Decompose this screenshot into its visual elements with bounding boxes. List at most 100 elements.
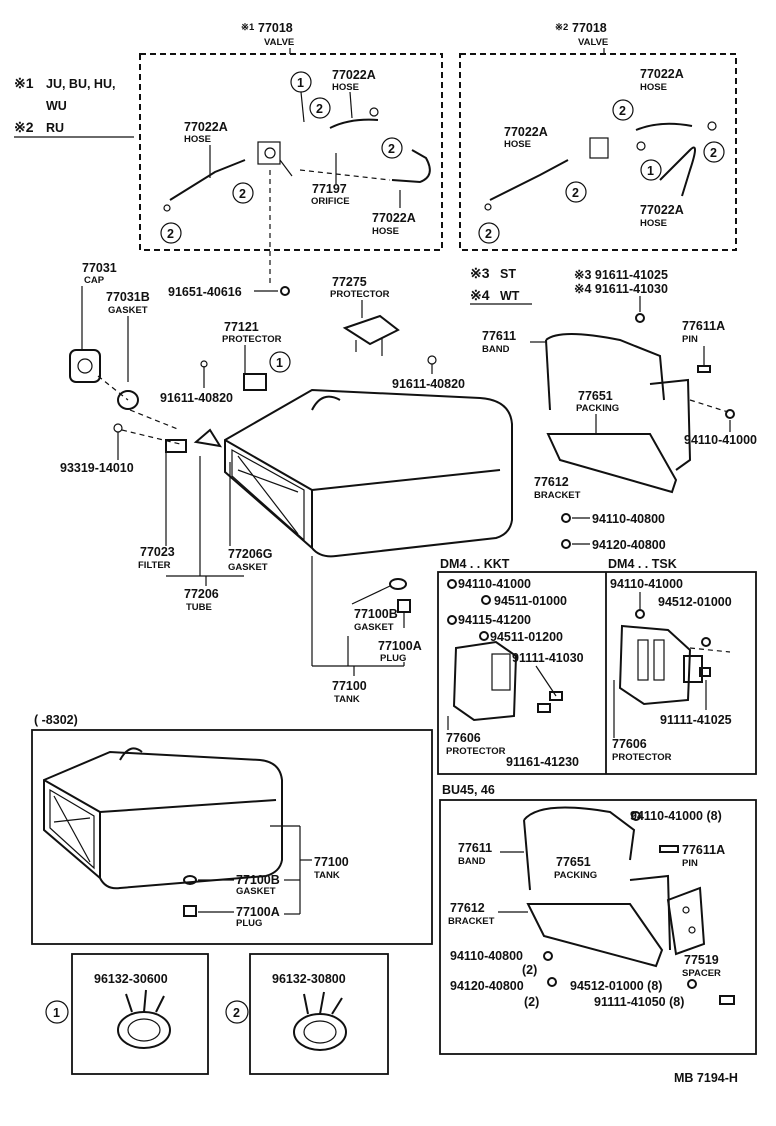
hose-clamp-part <box>117 1011 171 1049</box>
label-hose-b: HOSE <box>184 134 211 145</box>
svg-text:1: 1 <box>276 356 283 370</box>
label-77022A-d: 77022A <box>640 67 684 81</box>
clamp-frame-2 <box>249 953 389 1075</box>
legend-note-3-mark: ※3 <box>470 265 490 281</box>
valve1-name: VALVE <box>264 37 294 48</box>
label-dm4-tsk: DM4 . . TSK <box>608 557 677 571</box>
filler-neck <box>311 395 341 411</box>
ref-circle-2-key <box>225 1000 249 1024</box>
label-bu45: BU45, 46 <box>442 783 495 797</box>
label-gasket-b: GASKET <box>228 562 268 573</box>
label-77611A-b: 77611A <box>682 843 725 857</box>
label-94512-01000-8: 94512-01000 (8) <box>570 979 662 993</box>
svg-text:2: 2 <box>239 187 246 201</box>
hose-part <box>635 122 693 131</box>
label-77031B: 77031B <box>106 290 150 304</box>
label-77100: 77100 <box>332 679 367 693</box>
hose-clamp-part <box>293 1013 347 1051</box>
label-hose-c: HOSE <box>372 226 399 237</box>
label-hose-a: HOSE <box>332 82 359 93</box>
svg-text:2: 2 <box>710 146 717 160</box>
legend-note-4-text: WT <box>500 289 520 303</box>
label-77612-a: 77612 <box>534 475 569 489</box>
early-tank-frame <box>31 729 433 945</box>
label-94110-41000-c: 94110-41000 <box>610 577 683 591</box>
label-gasket-c: GASKET <box>354 622 394 633</box>
label-91651-40616: 91651-40616 <box>168 285 242 299</box>
bu45-frame <box>439 799 757 1055</box>
label-protector-d: PROTECTOR <box>612 752 672 763</box>
valve-box-1: ※1 77018 VALVE 1 2 77022A HOSE 2 77022A … <box>139 21 443 251</box>
valve-box-2: ※2 77018 VALVE 77022A HOSE 2 2 77022A HO… <box>459 21 737 251</box>
label-tube: TUBE <box>186 602 212 613</box>
legend-note-1-mark: ※1 <box>14 75 34 91</box>
plug-part <box>397 599 411 613</box>
label-94511-01200: 94511-01200 <box>490 630 563 644</box>
diagram-code: MB 7194-H <box>674 1071 738 1085</box>
valve1-frame <box>139 53 443 251</box>
label-77023: 77023 <box>140 545 175 559</box>
label-96132-30800: 96132-30800 <box>272 972 346 986</box>
label-tank-b: TANK <box>314 870 340 881</box>
hose-part <box>329 118 379 129</box>
filter-part <box>165 439 187 453</box>
label-77022A-e: 77022A <box>504 125 548 139</box>
label-77022A-a: 77022A <box>332 68 376 82</box>
hose-part <box>391 149 431 184</box>
tube-part <box>193 428 223 448</box>
dm4-protector-box: DM4 . . KKT DM4 . . TSK 94110-41000 9451… <box>437 557 757 775</box>
label-96132-30600: 96132-30600 <box>94 972 168 986</box>
clamp-frame-1 <box>71 953 209 1075</box>
label-91111-41050: 91111-41050 (8) <box>594 995 684 1009</box>
cap-part <box>69 349 101 383</box>
svg-text:2: 2 <box>619 104 626 118</box>
label-plug-b: PLUG <box>236 918 262 929</box>
label-94120-40800-a: 94120-40800 <box>592 538 666 552</box>
svg-text:2: 2 <box>572 186 579 200</box>
label-77022A-b: 77022A <box>184 120 228 134</box>
svg-text:1: 1 <box>53 1006 60 1020</box>
main-tank-section: 77031 CAP 77031B GASKET 91651-40616 7727… <box>60 170 513 705</box>
protector-part <box>452 640 518 722</box>
protector-part <box>243 373 267 391</box>
label-protector-c: PROTECTOR <box>446 746 506 757</box>
svg-text:1: 1 <box>647 164 654 178</box>
label-94110-41000-8: 94110-41000 (8) <box>630 809 722 823</box>
bracket-part <box>546 433 678 494</box>
label-77022A-f: 77022A <box>640 203 684 217</box>
ref-circle-1-key <box>45 1000 69 1024</box>
label-hose-f: HOSE <box>640 218 667 229</box>
label-orifice: ORIFICE <box>311 196 350 207</box>
label-dm4-kkt: DM4 . . KKT <box>440 557 510 571</box>
label-filter: FILTER <box>138 560 171 571</box>
label-94110-40800-2: 94110-40800 <box>450 949 523 963</box>
legend-note-4-mark: ※4 <box>470 287 490 303</box>
dm4-frame <box>437 571 757 775</box>
label-94511-01000: 94511-01000 <box>494 594 567 608</box>
label-band-b: BAND <box>458 856 486 867</box>
label-77197: 77197 <box>312 182 347 196</box>
early-tank-box: ( -8302) 77100 TANK 77100B GASKET 77100A… <box>31 713 433 945</box>
legend-note-1-text: JU, BU, HU, <box>46 77 115 91</box>
label-pin-b: PIN <box>682 858 698 869</box>
label-packing-a: PACKING <box>576 403 619 414</box>
legend-note-2-text: RU <box>46 121 64 135</box>
protector-part <box>618 624 692 706</box>
label-91611-41025: ※3 91611-41025 <box>574 268 668 282</box>
valve1-number: 77018 <box>258 21 293 35</box>
label-93319-14010: 93319-14010 <box>60 461 134 475</box>
label-band-a: BAND <box>482 344 510 355</box>
label-plug-a: PLUG <box>380 653 406 664</box>
legend: ※1 JU, BU, HU, WU ※2 RU <box>14 75 134 138</box>
label-77611-b: 77611 <box>458 841 492 855</box>
clamp-box-1: 1 96132-30600 <box>45 953 209 1075</box>
label-77606-a: 77606 <box>446 731 481 745</box>
label-pin-a: PIN <box>682 334 698 345</box>
label-91611-40820-b: 91611-40820 <box>392 377 465 391</box>
label-bracket-a: BRACKET <box>534 490 581 501</box>
label-94110-41000-b: 94110-41000 <box>458 577 531 591</box>
label-77519: 77519 <box>684 953 719 967</box>
hose-part <box>489 159 569 201</box>
label-77611-a: 77611 <box>482 329 516 343</box>
label-77206G: 77206G <box>228 547 272 561</box>
